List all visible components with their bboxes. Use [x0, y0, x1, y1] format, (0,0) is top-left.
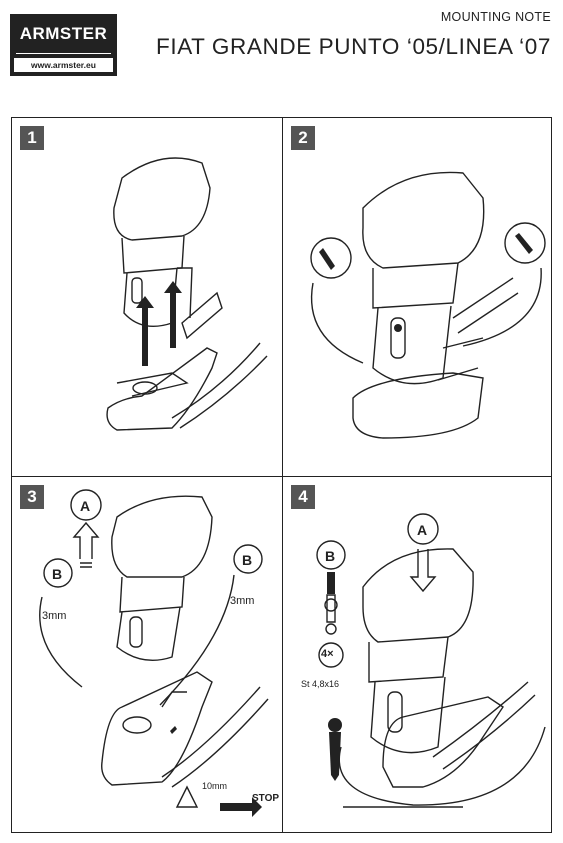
- armster-logo: ARMSTER www.armster.eu: [10, 14, 117, 76]
- step-2-number: 2: [291, 126, 315, 150]
- step-2-panel: 2: [283, 118, 553, 476]
- step-3-drill-left: 3mm: [42, 610, 67, 622]
- step-1-number: 1: [20, 126, 44, 150]
- grid-divider-horizontal: [12, 476, 551, 477]
- step-3-label-b-right: B: [242, 552, 253, 568]
- mounting-note: MOUNTING NOTE: [440, 10, 551, 24]
- step-3-panel: 3: [12, 477, 282, 834]
- page-title: FIAT GRANDE PUNTO ‘05/LINEA ‘07: [156, 34, 551, 59]
- step-3-label-b-left: B: [52, 566, 63, 582]
- step-1-illustration: [106, 157, 268, 431]
- step-2-illustration: [310, 171, 546, 439]
- step-4-screw-size: St 4,8x16: [301, 679, 340, 689]
- step-3-label-a: A: [80, 498, 91, 514]
- step-4-label-b: B: [325, 548, 336, 564]
- brand-name: ARMSTER: [19, 24, 108, 43]
- step-3-illustration: [39, 489, 269, 817]
- grid-divider-vertical: [282, 118, 283, 832]
- step-3-drill-right: 3mm: [230, 595, 255, 607]
- step-3-stop: STOP: [252, 793, 280, 804]
- step-4-count: 4×: [321, 648, 334, 660]
- website-link[interactable]: www.armster.eu: [14, 58, 113, 72]
- step-4-panel: 4: [283, 477, 553, 834]
- step-4-number: 4: [291, 485, 315, 509]
- step-4-illustration: [316, 513, 546, 808]
- step-3-gap: 10mm: [202, 781, 228, 791]
- logo-divider: [16, 53, 111, 54]
- step-3-number: 3: [20, 485, 44, 509]
- instruction-grid: 1 2: [11, 117, 552, 833]
- step-1-panel: 1: [12, 118, 282, 476]
- step-4-label-a: A: [417, 522, 428, 538]
